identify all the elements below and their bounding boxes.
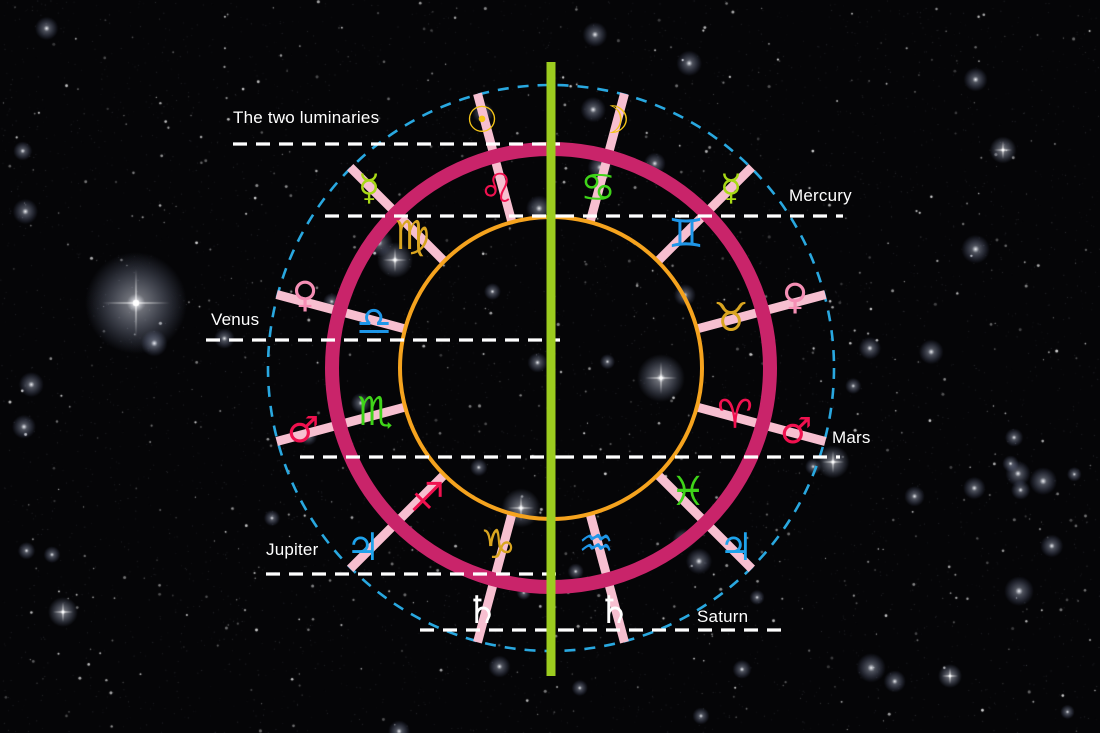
leo-symbol: ♌ <box>479 166 515 212</box>
jupiter-symbol: ♃ <box>345 525 381 569</box>
mercury-symbol: ☿ <box>719 168 743 209</box>
sun-symbol: ☉ <box>465 100 499 141</box>
label-jupiter: Jupiter <box>266 540 319 559</box>
label-luminaries: The two luminaries <box>233 108 380 127</box>
capricorn-symbol: ♑ <box>480 522 516 568</box>
mars-symbol: ♂ <box>779 411 813 452</box>
gemini-symbol: ♊ <box>668 211 704 257</box>
pisces-symbol: ♓ <box>670 469 706 515</box>
taurus-symbol: ♉ <box>713 295 749 341</box>
libra-symbol: ♎ <box>356 299 392 345</box>
label-saturn: Saturn <box>697 607 749 626</box>
label-venus: Venus <box>211 310 260 329</box>
saturn-symbol: ♄ <box>596 588 632 632</box>
guide-lines <box>206 142 843 632</box>
venus-symbol: ♀ <box>781 277 809 318</box>
aries-symbol: ♈ <box>717 392 753 438</box>
scorpio-symbol: ♏ <box>357 389 393 435</box>
label-mercury: Mercury <box>789 186 852 205</box>
aquarius-symbol: ♒ <box>578 521 614 567</box>
mercury-symbol: ☿ <box>357 168 381 209</box>
moon-symbol: ☽ <box>595 98 631 142</box>
cancer-symbol: ♋ <box>580 165 616 211</box>
label-mars: Mars <box>832 428 871 447</box>
venus-symbol: ♀ <box>291 275 319 316</box>
jupiter-symbol: ♃ <box>718 525 754 569</box>
virgo-symbol: ♍ <box>394 213 430 259</box>
mars-symbol: ♂ <box>286 410 320 451</box>
sagittarius-symbol: ♐ <box>409 475 445 521</box>
saturn-symbol: ♄ <box>464 588 500 632</box>
